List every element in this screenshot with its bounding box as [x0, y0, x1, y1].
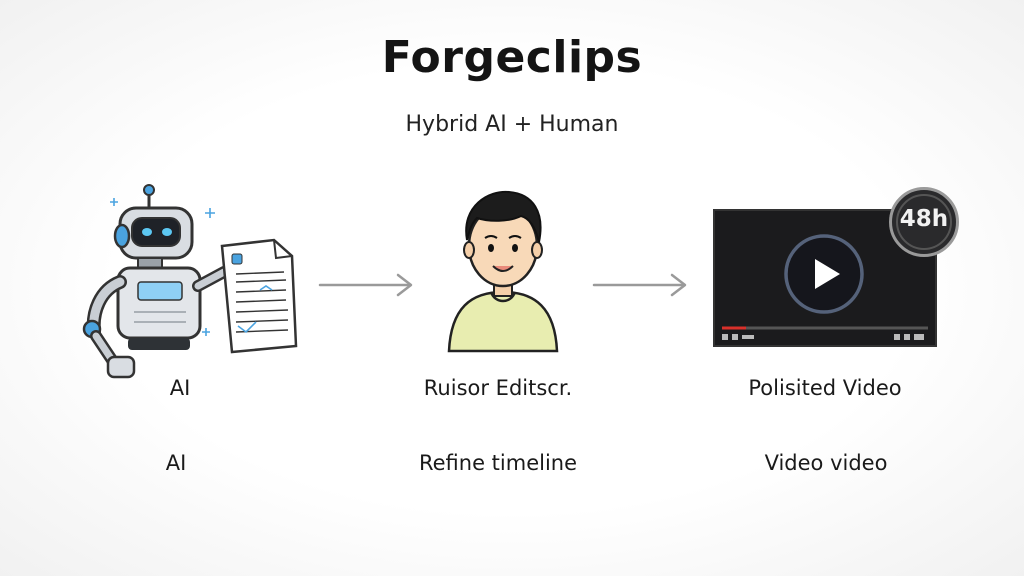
page-title: Forgeclips [381, 32, 643, 83]
step-description-video: Video video [764, 451, 888, 475]
step-label-video: Polisited Video [748, 376, 902, 400]
step-description-ai: AI [165, 451, 187, 475]
human-editor-icon [447, 190, 559, 353]
video-player-icon [713, 209, 937, 347]
arrow-right-icon [592, 273, 687, 297]
turnaround-badge: 48h [889, 187, 959, 257]
step-label-ai: AI [169, 376, 191, 400]
step-description-editor: Refine timeline [418, 451, 578, 475]
robot-icon [82, 184, 298, 379]
document-icon [220, 238, 298, 354]
step-label-editor: Ruisor Editscr. [423, 376, 573, 400]
page-subtitle: Hybrid AI + Human [405, 112, 619, 137]
arrow-right-icon [318, 273, 413, 297]
badge-text: 48h [899, 206, 949, 232]
